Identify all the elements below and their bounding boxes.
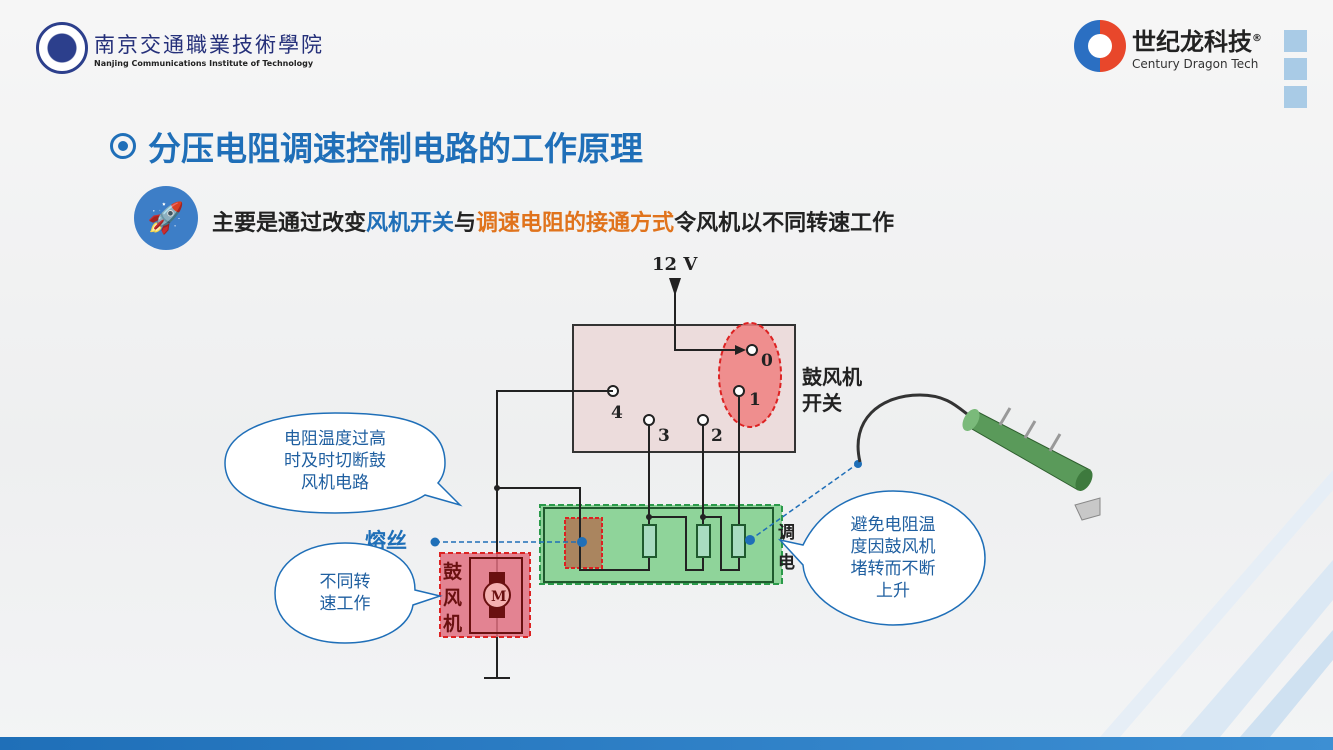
motor-symbol [483, 581, 511, 609]
callout-line: 上升 [876, 581, 910, 601]
brand-name-en: Century Dragon Tech [1132, 56, 1259, 71]
terminal-0-label: 0 [761, 351, 773, 371]
registered-mark: ® [1252, 32, 1262, 44]
brand-name-cn: 世纪龙科技 [1132, 27, 1252, 56]
school-name-en: Nanjing Communications Institute of Tech… [94, 58, 314, 68]
subtitle-text: 与 [454, 211, 477, 236]
callout-fuse-text: 电阻温度过高 时及时切断鼓 风机电路 [255, 428, 415, 494]
motor-label: 风 [443, 587, 462, 609]
callout-fuse [224, 412, 463, 514]
terminal-1-label: 1 [749, 390, 761, 410]
terminal-3-label: 3 [658, 426, 670, 446]
motor-label: 鼓 [443, 560, 463, 583]
terminal-4-label: 4 [611, 403, 623, 423]
subtitle-highlight-resistor: 调速电阻的接通方式 [476, 211, 675, 236]
callout-line: 堵转而不断 [850, 559, 936, 579]
switch-highlight [718, 322, 782, 428]
callout-line: 电阻温度过高 [284, 429, 386, 449]
callout-line: 避免电阻温 [850, 515, 936, 535]
subtitle: 主要是通过改变风机开关与调速电阻的接通方式令风机以不同转速工作 [212, 205, 894, 237]
callout-line: 时及时切断鼓 [284, 451, 386, 471]
motor-label: 机 [443, 613, 462, 635]
school-name-cn: 南京交通職業技術學院 [94, 32, 324, 57]
callout-motor-text: 不同转 速工作 [295, 571, 395, 615]
resistor-label-partial: 电 [778, 552, 795, 573]
resistor-photo [856, 393, 1101, 521]
callout-line: 度因鼓风机 [850, 537, 936, 557]
bullet-target-icon [110, 133, 136, 159]
bottom-bar [0, 737, 1333, 750]
school-logo: 南京交通職業技術學院 Nanjing Communications Instit… [36, 22, 324, 74]
deco-square [1284, 58, 1307, 80]
subtitle-text: 主要是通过改变 [212, 211, 367, 236]
motor-symbol-label: M [491, 589, 507, 605]
callout-motor [274, 542, 443, 644]
resistor [731, 524, 746, 558]
resistor [642, 524, 657, 558]
resistor-label-partial: 调 [778, 523, 795, 543]
callout-resistor [777, 490, 986, 626]
brand-logo: 世纪龙科技® Century Dragon Tech [1074, 20, 1262, 72]
school-seal-icon [36, 22, 88, 74]
callout-line: 不同转 [319, 572, 371, 592]
callout-line: 风机电路 [301, 473, 369, 493]
callout-line: 速工作 [319, 594, 371, 614]
subtitle-text: 令风机以不同转速工作 [674, 211, 895, 236]
subtitle-highlight-fan-switch: 风机开关 [366, 211, 455, 236]
callout-resistor-text: 避免电阻温 度因鼓风机 堵转而不断 上升 [828, 514, 958, 602]
voltage-label: 12 V [652, 254, 698, 275]
title-text: 分压电阻调速控制电路的工作原理 [148, 129, 643, 168]
slide-title: 分压电阻调速控制电路的工作原理 [110, 122, 643, 170]
rocket-icon: 🚀 [134, 186, 198, 250]
deco-square [1284, 86, 1307, 108]
terminal-2-label: 2 [711, 426, 723, 446]
brand-mark-icon [1074, 20, 1126, 72]
resistor [696, 524, 711, 558]
switch-label: 开关 [802, 391, 842, 415]
deco-square [1284, 30, 1307, 52]
switch-label: 鼓风机 [802, 365, 862, 389]
